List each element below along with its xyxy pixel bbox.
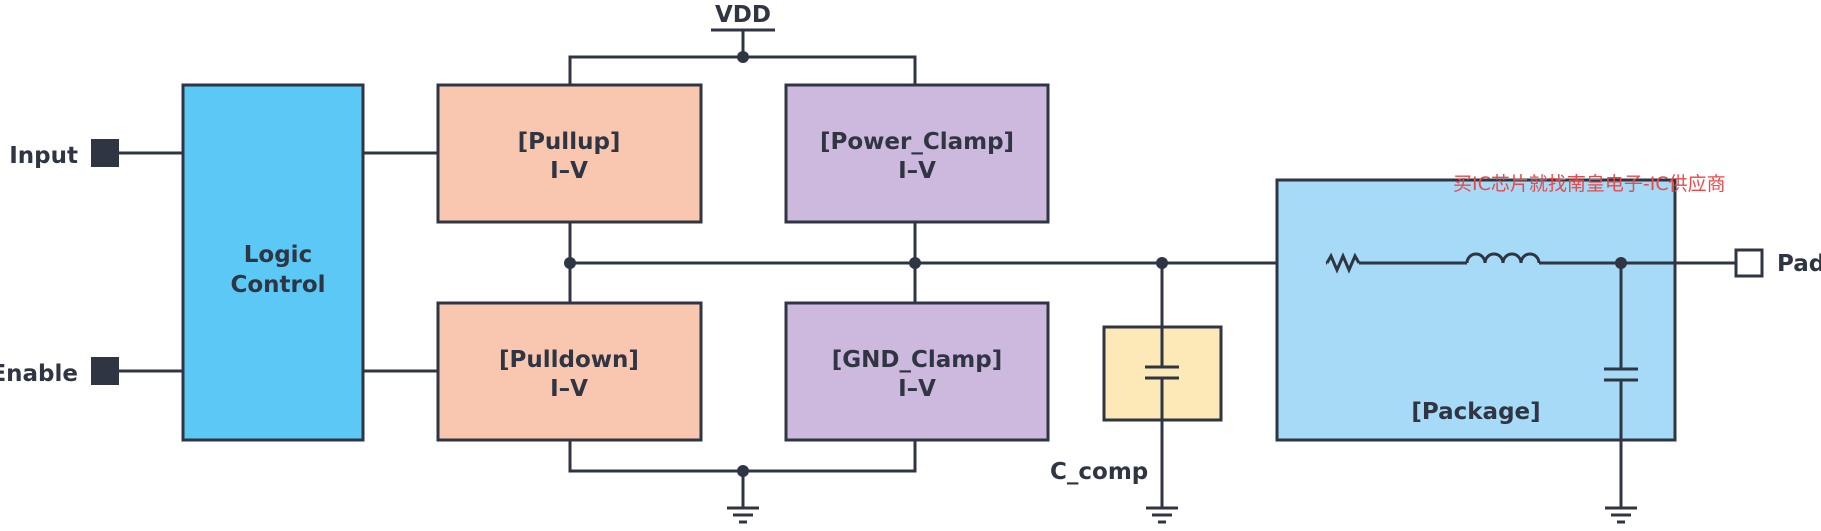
ground-icon — [1146, 506, 1178, 524]
input-pin-group: Input — [9, 139, 183, 169]
package-label: [Package] — [1411, 399, 1540, 425]
vdd-bus — [568, 51, 917, 85]
pad-pin-group: Pad — [1734, 248, 1821, 278]
pullup-block: [Pullup] I–V — [436, 83, 703, 224]
enable-pin-group: Enable — [0, 357, 183, 387]
logic-control-line1: Logic — [244, 242, 312, 268]
pulldown-block: [Pulldown] I–V — [436, 301, 703, 442]
ground-icon — [727, 506, 759, 524]
power-clamp-iv-label: I–V — [898, 158, 936, 184]
pad-pin-icon[interactable] — [1734, 248, 1764, 278]
input-pin-icon[interactable] — [91, 139, 119, 167]
package-block: [Package] — [1275, 178, 1736, 524]
ground-icon — [1605, 506, 1637, 524]
enable-pin-icon[interactable] — [91, 357, 119, 385]
pullup-iv-label: I–V — [550, 158, 588, 184]
logic-control-line2: Control — [230, 272, 325, 298]
pad-label: Pad — [1777, 251, 1821, 277]
watermark-text: 买IC芯片就找南皇电子-IC供应商 — [1453, 173, 1726, 195]
clamp-junction-dot — [909, 257, 921, 269]
pullup-title: [Pullup] — [518, 129, 621, 155]
gnd-clamp-block: [GND_Clamp] I–V — [784, 301, 1050, 442]
resistor-icon — [1325, 252, 1361, 274]
gnd-bus — [568, 440, 917, 524]
output-net — [564, 222, 1326, 303]
pullup-junction-dot — [564, 257, 576, 269]
vdd-supply: VDD — [711, 2, 775, 57]
gnd-clamp-iv-label: I–V — [898, 376, 936, 402]
vdd-junction-dot — [737, 51, 749, 63]
gnd-clamp-title: [GND_Clamp] — [832, 347, 1002, 373]
pulldown-title: [Pulldown] — [499, 347, 639, 373]
logic-control-block: Logic Control — [181, 83, 365, 442]
input-label: Input — [9, 143, 78, 169]
c-comp-label: C_comp — [1050, 459, 1148, 485]
inductor-icon — [1465, 252, 1541, 264]
enable-label: Enable — [0, 361, 78, 387]
pulldown-iv-label: I–V — [550, 376, 588, 402]
power-clamp-title: [Power_Clamp] — [820, 129, 1014, 155]
c-comp-component: C_comp — [1050, 263, 1223, 524]
power-clamp-block: [Power_Clamp] I–V — [784, 83, 1050, 224]
vdd-label: VDD — [715, 2, 771, 28]
